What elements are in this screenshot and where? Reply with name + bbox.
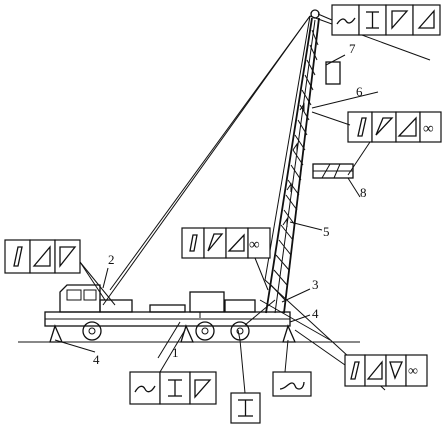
right-triangle-symbol: [397, 116, 417, 137]
i-beam-symbol: [168, 379, 182, 397]
parallelogram-symbol: [13, 246, 23, 267]
guy-wires: [102, 15, 431, 391]
flag-triangle-symbol: [375, 117, 394, 136]
infinity-symbol: ∞: [249, 237, 260, 253]
wave-symbol: [336, 17, 356, 25]
monkey-board: [325, 61, 341, 85]
right-triangle-symbol: [366, 360, 383, 380]
work-platform: [312, 163, 354, 179]
symbol-box-mid-right: ∞: [347, 111, 442, 143]
callout-7: 7: [349, 41, 356, 56]
callout-1: 1: [172, 345, 179, 360]
symbol-box-bottom-left: [129, 371, 217, 405]
parallelogram-symbol: [357, 117, 367, 137]
callout-4-left: 4: [93, 352, 100, 367]
wave-symbol: [134, 385, 156, 393]
flag-triangle-symbol: [59, 246, 77, 268]
callout-3: 3: [312, 277, 319, 292]
s-curve-symbol: [279, 381, 305, 390]
parallelogram-symbol: [350, 361, 360, 380]
leader-lines: [54, 13, 379, 394]
infinity-symbol: ∞: [423, 121, 434, 137]
parallelogram-symbol: [189, 234, 198, 252]
i-beam-symbol: [238, 399, 253, 417]
flag-triangle-symbol: [391, 10, 409, 30]
crown-block: [310, 9, 320, 19]
right-triangle-symbol: [417, 9, 435, 29]
callout-6: 6: [356, 84, 363, 99]
callout-4-right: 4: [312, 306, 319, 321]
symbol-box-left: [4, 239, 81, 274]
callout-2: 2: [108, 252, 115, 267]
flag-triangle-symbol: [194, 379, 212, 399]
right-triangle-symbol: [227, 233, 245, 252]
flag-triangle-symbol: [207, 233, 224, 252]
right-triangle-symbol: [32, 245, 51, 267]
symbol-box-bottom-center: [230, 392, 261, 424]
flag-triangle-symbol: [389, 361, 403, 380]
callout-8: 8: [360, 185, 367, 200]
truck: [44, 284, 296, 343]
symbol-box-top: [331, 4, 441, 36]
symbol-box-bottom-right: ∞: [344, 354, 428, 387]
callout-5: 5: [323, 224, 330, 239]
symbol-box-bottom-center-right: [272, 371, 312, 397]
i-beam-symbol: [366, 11, 379, 29]
lattice-mast: [265, 17, 320, 314]
symbol-box-mid-left: ∞: [181, 227, 271, 259]
infinity-symbol: ∞: [408, 364, 418, 379]
